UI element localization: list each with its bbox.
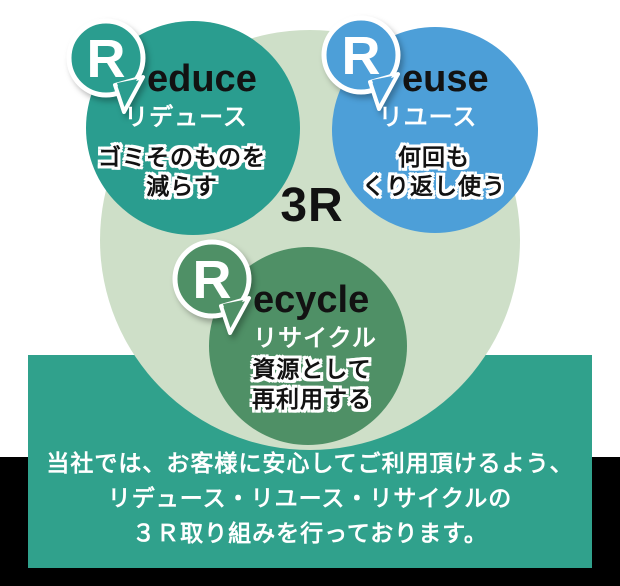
recycle-badge-letter: R [193, 250, 232, 310]
reduce-description: ゴミそのものを 減らす [76, 143, 288, 201]
reuse-badge-letter: R [342, 26, 381, 86]
recycle-description-line1: 資源として [252, 356, 372, 382]
reduce-description-line1: ゴミそのものを [98, 144, 266, 170]
reuse-r-badge-icon: R [321, 15, 401, 111]
recycle-english-label: ecycle [253, 279, 370, 321]
reduce-r-badge-icon: R [66, 18, 146, 114]
banner-caption-line3: ３Ｒ取り組みを行っております。 [132, 520, 488, 546]
reuse-english-label: euse [402, 58, 489, 100]
banner-caption-line2: リデュース・リユース・リサイクルの [107, 485, 513, 511]
recycle-description-line2: 再利用する [252, 386, 372, 412]
reuse-description: 何回も くり返し使う [328, 143, 540, 201]
reduce-description-line2: 減らす [146, 173, 218, 199]
recycle-japanese-label: リサイクル [253, 325, 377, 352]
banner-caption: 当社では、お客様に安心してご利用頂けるよう、 リデュース・リユース・リサイクルの… [38, 446, 582, 551]
recycle-description: 資源として 再利用する [206, 354, 418, 414]
banner-caption-line1: 当社では、お客様に安心してご利用頂けるよう、 [46, 450, 574, 476]
reuse-description-line1: 何回も [398, 144, 470, 170]
reuse-description-line2: くり返し使う [362, 173, 506, 199]
reduce-badge-letter: R [87, 29, 126, 89]
reuse-japanese-label: リユース [378, 104, 478, 131]
center-3r-label: 3R [280, 179, 344, 232]
reduce-japanese-label: リデュース [124, 104, 248, 131]
recycle-r-badge-icon: R [172, 239, 252, 335]
reduce-english-label: educe [147, 58, 257, 100]
